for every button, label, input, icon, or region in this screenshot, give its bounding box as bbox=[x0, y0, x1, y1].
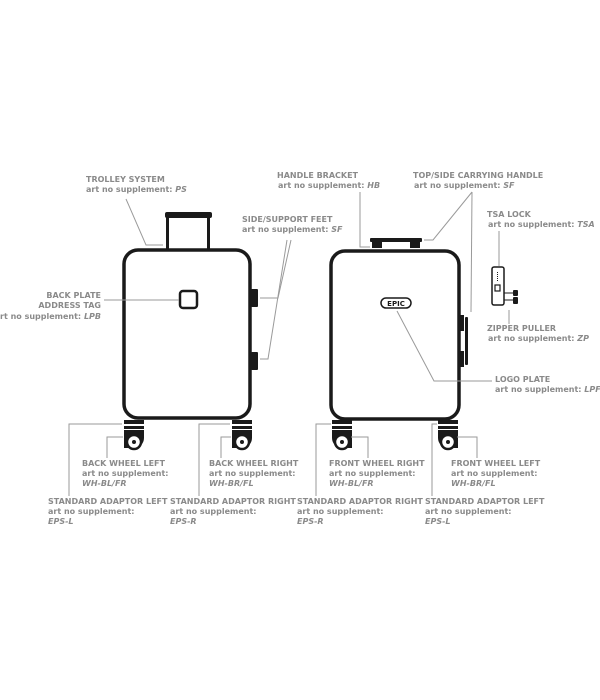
back-shell bbox=[122, 248, 252, 420]
label-tsa-lock: TSA LOCK art no supplement: TSA bbox=[487, 210, 595, 229]
label-art: art no supplement: bbox=[82, 469, 169, 478]
label-title: BACK PLATE bbox=[46, 291, 101, 300]
label-adaptor-back-left: STANDARD ADAPTOR LEFT art no supplement:… bbox=[48, 497, 168, 526]
label-art: art no supplement: SF bbox=[414, 181, 515, 190]
label-title: BACK WHEEL RIGHT bbox=[209, 459, 299, 468]
side-carrying-handle bbox=[460, 315, 468, 367]
top-carrying-handle bbox=[370, 238, 422, 248]
support-foot bbox=[251, 289, 258, 307]
leader-lines bbox=[68, 191, 510, 496]
label-code: WH-BR/FL bbox=[209, 479, 254, 488]
logo-text: EPIC bbox=[387, 300, 405, 308]
front-wheel-right bbox=[332, 420, 352, 451]
label-back-wheel-right: BACK WHEEL RIGHT art no supplement: WH-B… bbox=[209, 459, 299, 488]
label-back-plate: BACK PLATE ADDRESS TAG art no supplement… bbox=[0, 291, 101, 321]
label-code: WH-BR/FL bbox=[451, 479, 496, 488]
label-art: art no supplement: PS bbox=[86, 185, 187, 194]
label-title: STANDARD ADAPTOR RIGHT bbox=[170, 497, 296, 506]
label-front-wheel-left: FRONT WHEEL LEFT art no supplement: WH-B… bbox=[451, 459, 541, 488]
label-zipper-puller: ZIPPER PULLER art no supplement: ZP bbox=[487, 324, 589, 343]
label-art: art no supplement: bbox=[329, 469, 416, 478]
back-wheel-right bbox=[232, 420, 252, 451]
label-art: art no supplement: bbox=[451, 469, 538, 478]
label-art: art no supplement: bbox=[209, 469, 296, 478]
label-adaptor-front-left: STANDARD ADAPTOR LEFT art no supplement:… bbox=[425, 497, 545, 526]
trolley-handle bbox=[165, 212, 212, 268]
label-adaptor-back-right: STANDARD ADAPTOR RIGHT art no supplement… bbox=[170, 497, 296, 526]
front-shell bbox=[329, 249, 461, 421]
label-art: art no supplement: SF bbox=[242, 225, 343, 234]
label-carrying-handle: TOP/SIDE CARRYING HANDLE art no suppleme… bbox=[413, 171, 543, 190]
label-title: STANDARD ADAPTOR LEFT bbox=[425, 497, 545, 506]
tsa-lock bbox=[491, 266, 518, 306]
label-code: WH-BL/FR bbox=[329, 479, 374, 488]
label-art: art no supplement: LPF bbox=[495, 385, 600, 394]
label-art: art no supplement: HB bbox=[278, 181, 380, 190]
label-title: ADDRESS TAG bbox=[38, 301, 101, 310]
label-code: EPS-L bbox=[48, 517, 74, 526]
label-art: art no supplement: bbox=[297, 507, 384, 516]
label-title: TOP/SIDE CARRYING HANDLE bbox=[413, 171, 543, 180]
label-title: FRONT WHEEL RIGHT bbox=[329, 459, 425, 468]
label-title: STANDARD ADAPTOR RIGHT bbox=[297, 497, 423, 506]
back-view-suitcase bbox=[122, 212, 258, 451]
label-title: TSA LOCK bbox=[487, 210, 532, 219]
label-title: HANDLE BRACKET bbox=[277, 171, 359, 180]
label-art: art no supplement: bbox=[170, 507, 257, 516]
label-code: EPS-L bbox=[425, 517, 451, 526]
label-code: WH-BL/FR bbox=[82, 479, 127, 488]
label-title: FRONT WHEEL LEFT bbox=[451, 459, 541, 468]
label-title: ZIPPER PULLER bbox=[487, 324, 556, 333]
address-tag bbox=[178, 289, 199, 310]
back-wheel-left bbox=[124, 420, 144, 451]
label-side-support-feet: SIDE/SUPPORT FEET art no supplement: SF bbox=[242, 215, 343, 234]
label-adaptor-front-right: STANDARD ADAPTOR RIGHT art no supplement… bbox=[297, 497, 423, 526]
label-logo-plate: LOGO PLATE art no supplement: LPF bbox=[495, 375, 600, 394]
label-art: art no supplement: LPB bbox=[0, 312, 101, 321]
label-art: art no supplement: bbox=[48, 507, 135, 516]
label-title: LOGO PLATE bbox=[495, 375, 550, 384]
label-trolley-system: TROLLEY SYSTEM art no supplement: PS bbox=[86, 175, 187, 194]
support-foot bbox=[251, 352, 258, 370]
label-title: TROLLEY SYSTEM bbox=[86, 175, 165, 184]
label-title: BACK WHEEL LEFT bbox=[82, 459, 166, 468]
label-front-wheel-right: FRONT WHEEL RIGHT art no supplement: WH-… bbox=[329, 459, 425, 488]
label-title: STANDARD ADAPTOR LEFT bbox=[48, 497, 168, 506]
label-art: art no supplement: bbox=[425, 507, 512, 516]
label-handle-bracket: HANDLE BRACKET art no supplement: HB bbox=[277, 171, 380, 190]
front-view-suitcase: EPIC bbox=[329, 238, 518, 451]
label-title: SIDE/SUPPORT FEET bbox=[242, 215, 333, 224]
logo-plate: EPIC bbox=[380, 297, 412, 309]
label-code: EPS-R bbox=[170, 517, 197, 526]
label-art: art no supplement: ZP bbox=[488, 334, 589, 343]
front-wheel-left bbox=[438, 420, 458, 451]
label-back-wheel-left: BACK WHEEL LEFT art no supplement: WH-BL… bbox=[82, 459, 169, 488]
label-art: art no supplement: TSA bbox=[488, 220, 595, 229]
label-code: EPS-R bbox=[297, 517, 324, 526]
